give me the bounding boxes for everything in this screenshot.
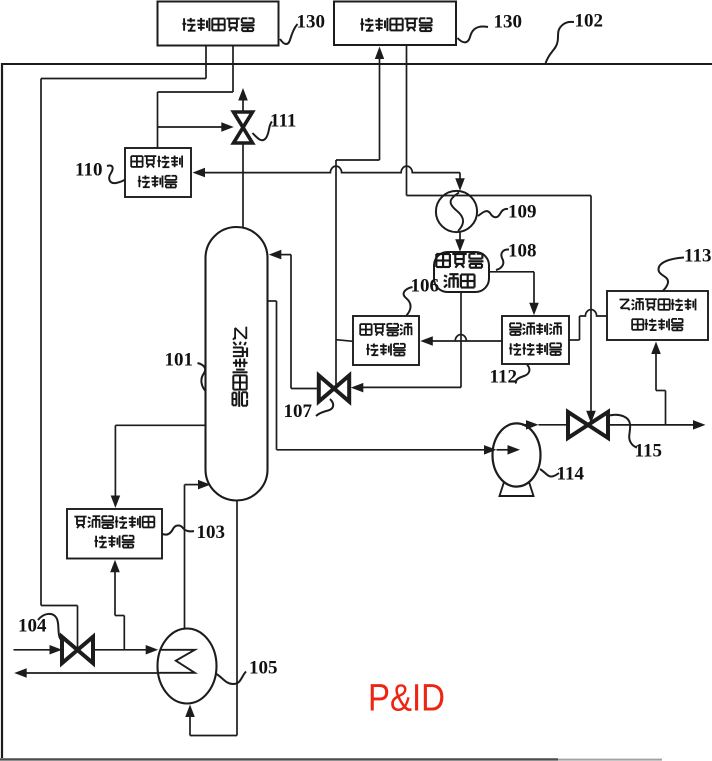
svg-text:107: 107	[284, 401, 313, 422]
svg-text:103: 103	[197, 522, 226, 543]
svg-text:109: 109	[508, 202, 537, 223]
svg-text:113: 113	[684, 246, 711, 267]
svg-text:111: 111	[270, 111, 296, 132]
svg-text:101: 101	[165, 350, 194, 371]
svg-text:114: 114	[557, 464, 585, 485]
svg-text:115: 115	[635, 441, 662, 462]
svg-text:106: 106	[411, 276, 440, 297]
svg-text:105: 105	[249, 658, 278, 679]
svg-text:130: 130	[297, 12, 326, 33]
svg-text:102: 102	[575, 11, 604, 32]
svg-text:112: 112	[490, 367, 517, 388]
svg-text:130: 130	[494, 12, 523, 33]
svg-text:P&ID: P&ID	[368, 678, 445, 720]
svg-text:104: 104	[18, 616, 47, 637]
svg-text:108: 108	[508, 241, 537, 262]
svg-text:110: 110	[75, 160, 102, 181]
